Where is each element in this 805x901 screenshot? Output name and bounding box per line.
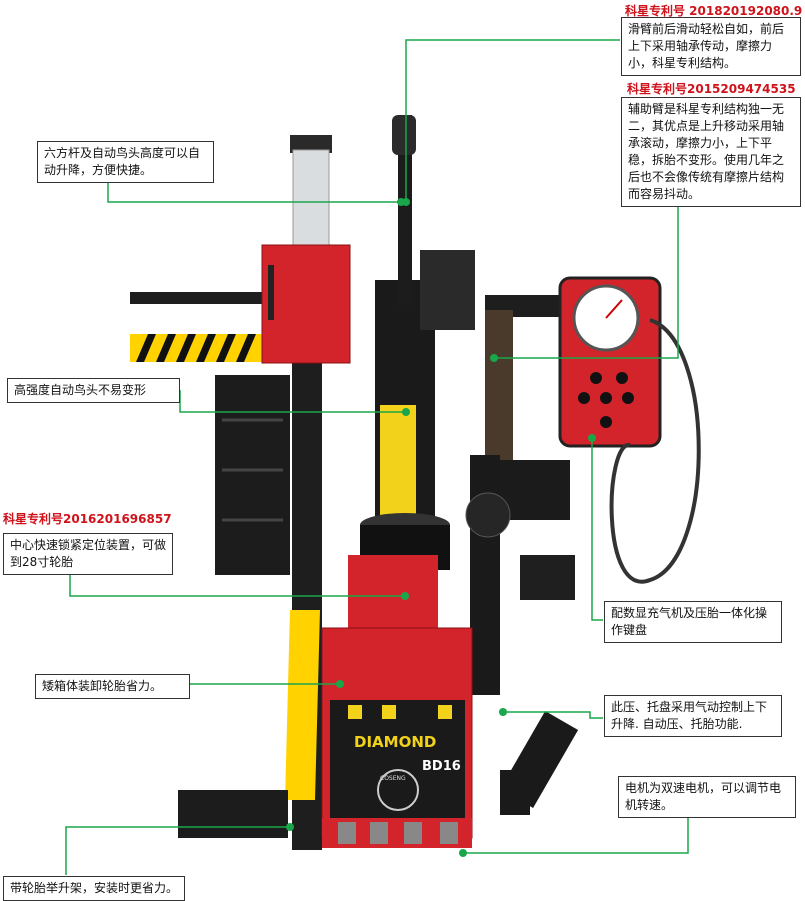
model-label: BD16 [422,759,461,774]
bird-head-mechanism [420,250,475,330]
air-cylinder [292,149,330,249]
hex-rod [398,115,412,305]
roller-wheel [465,492,511,538]
emblem-seal [377,769,419,811]
callout-pneumatic: 此压、托盘采用气动控制上下升降. 自动压、托胎功能. [604,695,782,737]
press-arm [520,555,575,600]
front-icons [348,705,452,719]
lift-rack-rail [285,610,320,800]
patent-number-1: 科星专利号 201820192080.9 [625,4,803,18]
callout-center-lock: 中心快速锁紧定位装置，可做到28寸轮胎 [3,533,173,575]
callout-low-box: 矮箱体装卸轮胎省力。 [35,674,190,699]
air-hose [609,318,701,584]
emblem-text: COSENG [380,775,406,782]
assist-arm-lower [470,455,500,695]
motor-housing [500,770,530,815]
callout-hex-rod: 六方杆及自动鸟头高度可以自动升降，方便快捷。 [37,141,214,183]
callout-lift-rack: 带轮胎举升架，安装时更省力。 [3,876,185,901]
mast-yellow-label [380,405,416,515]
callout-slide-arm: 滑臂前后滑动轻松自如，前后上下采用轴承传动，摩擦力小，科星专利结构。 [621,17,801,76]
left-arm-bar [130,292,270,304]
brand-logo: DIAMOND [354,733,436,751]
callout-dots [286,198,596,857]
hex-rod-grip [392,115,416,155]
callout-gauge-panel: 配数显充气机及压胎一体化操作键盘 [604,601,782,643]
cylinder-cap [290,135,332,153]
lift-platform [178,790,288,838]
control-buttons [578,372,634,428]
callout-bird-head: 高强度自动鸟头不易变形 [7,378,180,403]
callout-assist-arm: 辅助臂是科星专利结构独一无二，其优点是上升移动采用轴承滚动，摩擦力小，上下平稳，… [621,97,801,207]
stripe-pattern [136,334,256,362]
red-head-block [261,244,351,364]
pedals [338,822,458,844]
patent-number-3: 科星专利号2016201696857 [3,512,172,526]
assist-arm-column [485,310,513,460]
head-handle [268,265,274,320]
storage-shelf [215,375,290,575]
roller-assembly [500,460,570,520]
patent-number-2: 科星专利号2015209474535 [627,82,796,96]
callout-motor: 电机为双速电机，可以调节电机转速。 [618,776,796,818]
